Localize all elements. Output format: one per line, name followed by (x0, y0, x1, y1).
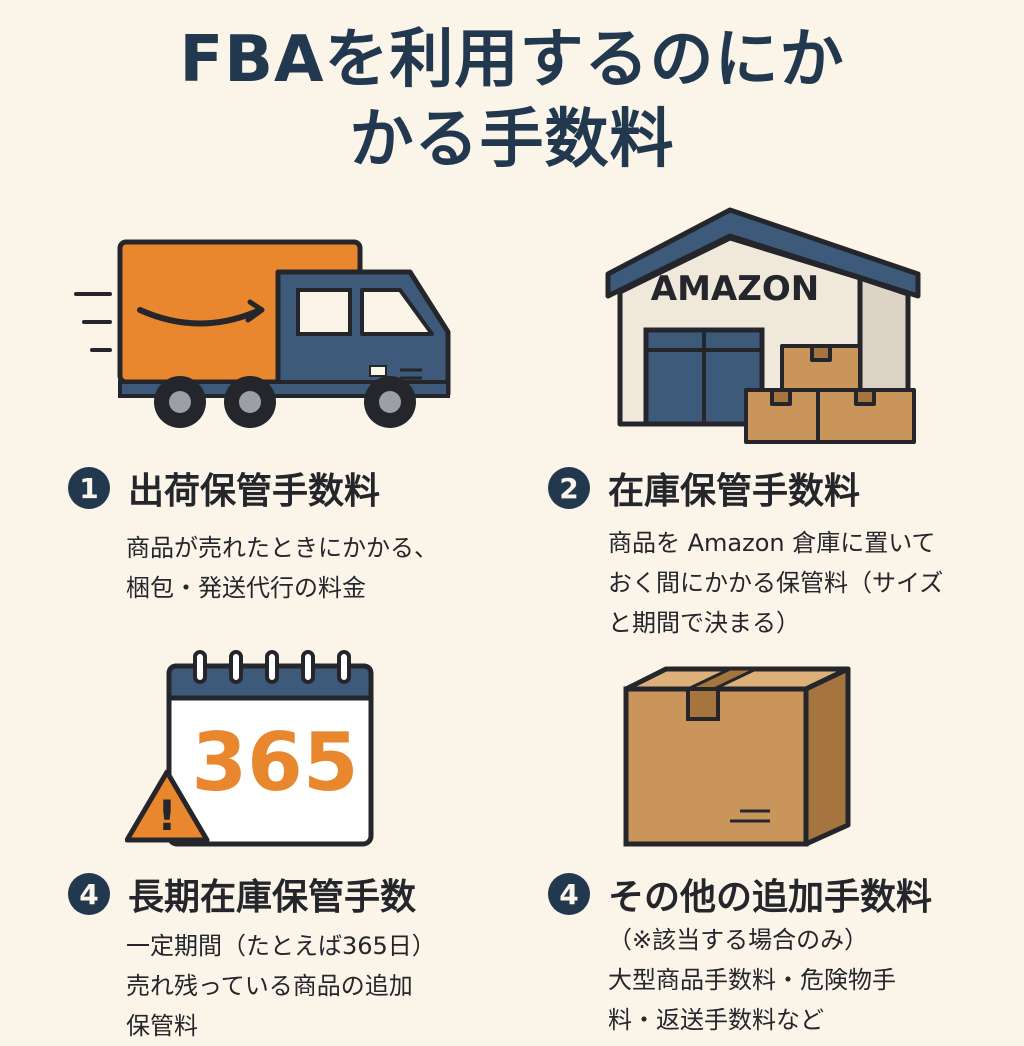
section-2-description: 商品を Amazon 倉庫に置いて おく間にかかる保管料（サイズ と期間で決まる… (608, 523, 943, 643)
section-3-description: 一定期間（たとえば365日） 売れ残っている商品の追加 保管料 (126, 926, 436, 1046)
delivery-truck-icon (74, 239, 451, 428)
description-line: おく間にかかる保管料（サイズ (608, 569, 944, 597)
description-line: 一定期間（たとえば365日） (126, 932, 436, 960)
description-line: 料・返送手数料など (608, 1006, 824, 1034)
number-badge: 4 (68, 873, 110, 915)
calendar-icon: 365 ! (125, 650, 374, 847)
page-title: FBAを利用するのにか かる手数料 (0, 20, 1024, 180)
description-line: 商品が売れたときにかかる、 (126, 534, 438, 562)
warehouse-sign: AMAZON (651, 269, 819, 309)
section-3-title: 長期在庫保管手数 (128, 877, 417, 918)
section-4-description: （※該当する場合のみ） 大型商品手数料・危険物手 料・返送手数料など (608, 920, 896, 1040)
cardboard-box-icon (623, 666, 851, 847)
section-3-heading: 4 長期在庫保管手数 (68, 868, 416, 920)
warehouse-icon: AMAZON (605, 207, 921, 444)
title-line-2: かる手数料 (349, 103, 675, 177)
number-badge: 2 (548, 467, 590, 509)
section-1-title: 出荷保管手数料 (128, 471, 381, 512)
section-4-title: その他の追加手数料 (608, 877, 933, 918)
section-2-heading: 2 在庫保管手数料 (548, 462, 860, 514)
description-line: （※該当する場合のみ） (608, 926, 869, 954)
description-line: 保管料 (126, 1012, 198, 1040)
description-line: と期間で決まる） (608, 609, 800, 637)
description-line: 商品を Amazon 倉庫に置いて (608, 529, 936, 557)
section-1-heading: 1 出荷保管手数料 (68, 462, 380, 514)
description-line: 梱包・発送代行の料金 (126, 574, 366, 602)
title-line-1: FBAを利用するのにか (179, 23, 845, 97)
section-1-description: 商品が売れたときにかかる、 梱包・発送代行の料金 (126, 528, 438, 608)
section-4-heading: 4 その他の追加手数料 (548, 868, 932, 920)
description-line: 売れ残っている商品の追加 (126, 972, 413, 1000)
description-line: 大型商品手数料・危険物手 (608, 966, 896, 994)
calendar-365-text: 365 (192, 716, 359, 809)
number-badge: 1 (68, 467, 110, 509)
section-2-title: 在庫保管手数料 (608, 471, 861, 512)
number-badge: 4 (548, 873, 590, 915)
warning-icon: ! (157, 791, 176, 840)
